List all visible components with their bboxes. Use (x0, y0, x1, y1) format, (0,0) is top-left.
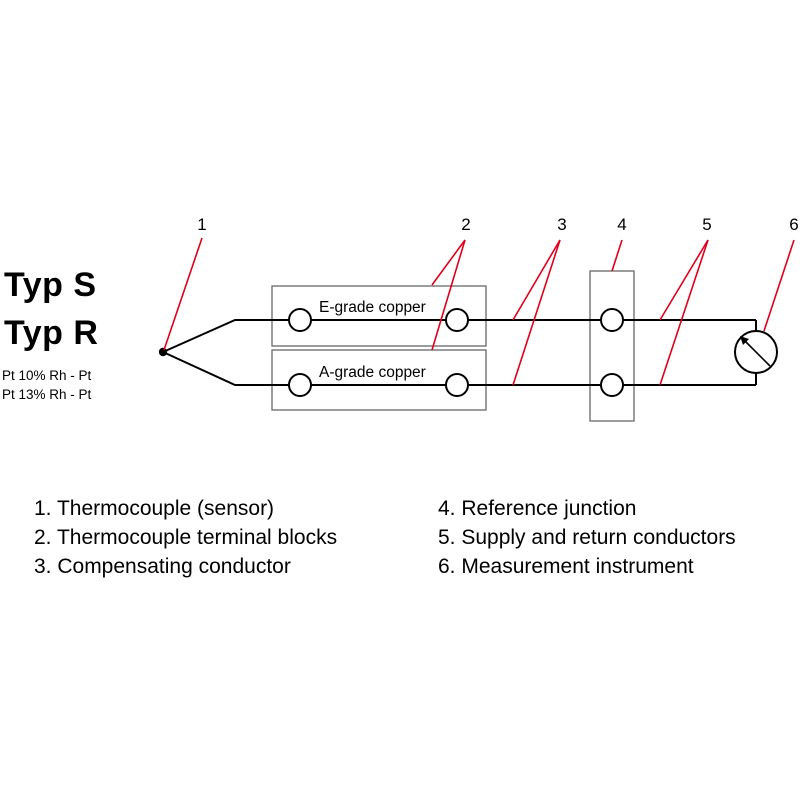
terminal-lower-right (445, 373, 469, 397)
sensor-leg-lower (162, 351, 300, 386)
callout-1: 1 (197, 215, 206, 234)
lower-terminal-block (271, 349, 487, 411)
terminal-lower-left (288, 373, 312, 397)
legend-item: 6. Measurement instrument (438, 555, 694, 578)
type-s-title: Typ S (4, 266, 97, 304)
leader-4 (611, 239, 623, 272)
type-s-composition: Pt 10% Rh - Pt (2, 368, 92, 383)
leader-3a (512, 239, 561, 321)
upper-block-label: E-grade copper (319, 299, 426, 316)
terminal-upper-right (445, 308, 469, 332)
lower-block-label: A-grade copper (319, 364, 426, 381)
callout-5: 5 (702, 215, 711, 234)
legend-item: 5. Supply and return conductors (438, 526, 736, 549)
terminal-upper-left (288, 308, 312, 332)
legend-item: 2. Thermocouple terminal blocks (34, 526, 338, 549)
sensor-leg-upper (162, 319, 300, 353)
meter-icon (734, 330, 778, 374)
leader-1 (163, 237, 203, 351)
legend-item: 1. Thermocouple (sensor) (34, 497, 275, 520)
callout-3: 3 (557, 215, 566, 234)
type-r-title: Typ R (4, 314, 99, 352)
leader-lines (163, 237, 795, 386)
callout-6: 6 (789, 215, 798, 234)
reference-terminal-lower (600, 373, 624, 397)
leader-5a (659, 239, 709, 321)
legend-item: 4. Reference junction (438, 497, 637, 520)
leader-5b (659, 239, 709, 386)
leader-3b (512, 239, 561, 386)
reference-junction-box (589, 270, 635, 422)
legend-item: 3. Compensating conductor (34, 555, 291, 578)
upper-terminal-block (271, 285, 487, 347)
reference-terminal-upper (600, 308, 624, 332)
legend-right: 4. Reference junction 5. Supply and retu… (438, 494, 736, 581)
callout-4: 4 (617, 215, 626, 234)
leader-6 (763, 239, 795, 332)
legend-left: 1. Thermocouple (sensor) 2. Thermocouple… (34, 494, 337, 581)
type-r-composition: Pt 13% Rh - Pt (2, 387, 92, 402)
leader-2b (431, 239, 466, 351)
leader-2a (431, 239, 466, 286)
callout-2: 2 (461, 215, 470, 234)
